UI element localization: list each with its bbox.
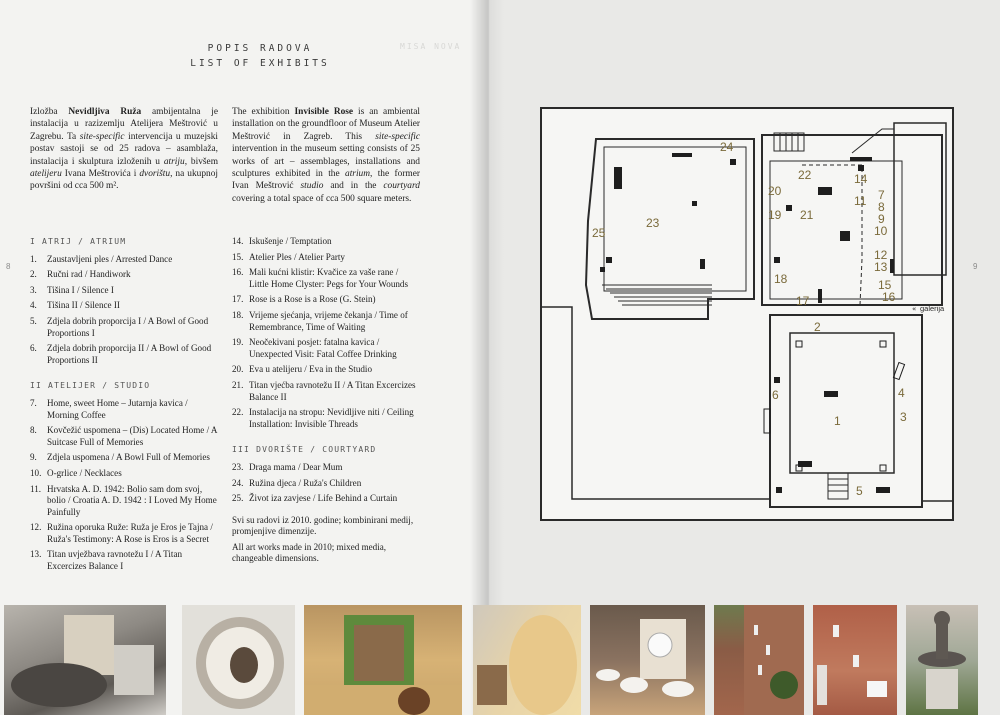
map-label: 6 [772, 388, 779, 402]
list-item: 14.Iskušenje / Temptation [232, 236, 332, 246]
stairs-courtyard [602, 284, 712, 306]
list-item: 7.Home, sweet Home – Jutarnja kavica / M… [30, 397, 188, 420]
map-label: 5 [856, 484, 863, 498]
list-item: 19.Neočekivani posjet: fatalna kavica / … [232, 337, 397, 359]
section-heading-courtyard: III DVORIŠTE / COURTYARD [232, 445, 377, 455]
list-item: 13.Titan uvježbava ravnotežu I / A Titan… [30, 549, 183, 572]
map-label: 4 [898, 386, 905, 400]
list-item: 24.Ružina djeca / Ruža's Children [232, 477, 362, 488]
studio-list-part-1: 7.Home, sweet Home – Jutarnja kavica / M… [30, 398, 218, 573]
map-label: 22 [798, 168, 812, 182]
map-label: 16 [882, 290, 896, 304]
photo-sculpture-reclining [4, 605, 166, 715]
map-label: 21 [800, 208, 814, 222]
list-item: 11.Hrvatska A. D. 1942: Bolio sam dom sv… [30, 483, 217, 517]
map-label: 23 [646, 216, 660, 230]
list-item: 23.Draga mama / Dear Mum [232, 461, 343, 472]
map-label: 25 [592, 226, 606, 240]
page-number-right: 9 [973, 262, 978, 271]
stairs-studio [773, 128, 895, 154]
exhibit-markers [600, 153, 894, 493]
list-item: 8.Kovčežić uspomena – (Dis) Located Home… [30, 425, 217, 447]
courtyard-inner-outline [603, 146, 747, 292]
running-head: MISA NOVA [400, 42, 462, 51]
chevron-up-icon: « [912, 305, 916, 313]
map-label: 24 [720, 140, 734, 154]
studio-inner-outline [769, 160, 903, 300]
title-en: LIST OF EXHIBITS [190, 58, 330, 69]
list-item: 15.Atelier Ples / Atelier Party [232, 251, 345, 262]
studio-list-part-2: 14.Iskušenje / Temptation 15.Atelier Ple… [232, 236, 420, 430]
list-item: 3.Tišina I / Silence I [30, 284, 114, 295]
dashed-installation-line [802, 164, 863, 306]
intro-croatian: Izložba Nevidljiva Ruža ambijentalna je … [30, 107, 219, 192]
map-label: 1 [834, 414, 841, 428]
list-item: 17.Rose is a Rose is a Rose (G. Stein) [232, 294, 376, 305]
map-label: 11 [854, 194, 867, 208]
photo-brick-wall-pegs [813, 605, 897, 715]
list-item: 6.Zdjela dobrih proporcija II / A Bowl o… [30, 343, 212, 365]
list-item: 9.Zdjela uspomena / A Bowl Full of Memor… [30, 452, 210, 463]
floor-plan: 1 2 3 4 5 6 7 8 9 10 11 12 13 14 15 16 1… [540, 107, 954, 521]
photo-atrium-view [304, 605, 462, 715]
list-item: 1.Zaustavljeni ples / Arrested Dance [30, 253, 173, 264]
exhibit-list-column-1: I ATRIJ / ATRIUM 1.Zaustavljeni ples / A… [30, 236, 218, 577]
gallery-wing-outline [893, 122, 947, 276]
list-item: 2.Ručni rad / Handiwork [30, 269, 131, 280]
map-label: 19 [768, 208, 782, 222]
list-item: 16.Mali kućni klistir: Kvačice za vaše r… [232, 267, 408, 289]
atrium-list: 1.Zaustavljeni ples / Arrested Dance 2.R… [30, 254, 218, 367]
atrium-inner-outline [789, 332, 895, 474]
pillar-markers [763, 340, 906, 472]
studio-outline [761, 134, 943, 306]
list-item: 18.Vrijeme sjećanja, vrijeme čekanja / T… [232, 309, 408, 332]
boundary-line [542, 306, 770, 500]
map-label: 18 [774, 272, 788, 286]
note-english: All art works made in 2010; mixed media,… [232, 541, 387, 564]
left-page: POPIS RADOVA LIST OF EXHIBITS Izložba Ne… [0, 0, 488, 715]
title-hr: POPIS RADOVA [207, 43, 313, 54]
list-item: 25.Život iza zavjese / Life Behind a Cur… [232, 493, 398, 504]
map-label: 8 [878, 200, 885, 214]
map-label: 13 [874, 260, 888, 274]
map-label: 3 [900, 410, 907, 424]
map-label: 7 [878, 188, 885, 202]
map-label: 9 [878, 212, 885, 226]
list-item: 22.Instalacija na stropu: Nevidljive nit… [232, 407, 414, 429]
list-item: 21.Titan vjećba ravnotežu II / A Titan E… [232, 379, 416, 402]
map-label: 10 [874, 224, 888, 238]
map-label: 14 [854, 172, 868, 186]
courtyard-room-outline [584, 138, 755, 320]
map-label: 12 [874, 248, 888, 262]
photo-coffee-cups [590, 605, 705, 715]
map-label: 20 [768, 184, 782, 198]
photo-closeup-sculpture [473, 605, 581, 715]
map-number-labels: 1 2 3 4 5 6 7 8 9 10 11 12 13 14 15 16 1… [592, 140, 907, 498]
map-label: 2 [814, 320, 821, 334]
intro-english: The exhibition Invisible Rose is an ambi… [232, 107, 420, 204]
map-label: 15 [878, 278, 892, 292]
photo-wall-installation [714, 605, 804, 715]
list-item: 20.Eva u atelijeru / Eva in the Studio [232, 364, 372, 375]
exhibit-list-column-2: 14.Iskušenje / Temptation 15.Atelier Ple… [232, 236, 420, 565]
list-item: 5.Zdjela dobrih proporcija I / A Bowl of… [30, 315, 209, 338]
map-label: 17 [796, 294, 810, 308]
page-number-left: 8 [6, 262, 11, 271]
section-heading-studio: II ATELIJER / STUDIO [30, 381, 151, 391]
list-item: 4.Tišina II / Silence II [30, 300, 120, 311]
list-item: 10.O-grlice / Necklaces [30, 467, 122, 478]
stairs-atrium [827, 472, 849, 500]
courtyard-list: 23.Draga mama / Dear Mum 24.Ružina djeca… [232, 462, 420, 505]
section-heading-atrium: I ATRIJ / ATRIUM [30, 237, 127, 246]
list-item: 12.Ružina oporuka Ruže: Ruža je Eros je … [30, 522, 213, 544]
floor-plan-drawing: 1 2 3 4 5 6 7 8 9 10 11 12 13 14 15 16 1… [542, 122, 952, 508]
note-croatian: Svi su radovi iz 2010. godine; kombinira… [232, 514, 414, 537]
photo-garden-fountain [906, 605, 978, 715]
photo-bowl-assemblage [182, 605, 295, 715]
galerija-label: galerija [920, 304, 945, 313]
